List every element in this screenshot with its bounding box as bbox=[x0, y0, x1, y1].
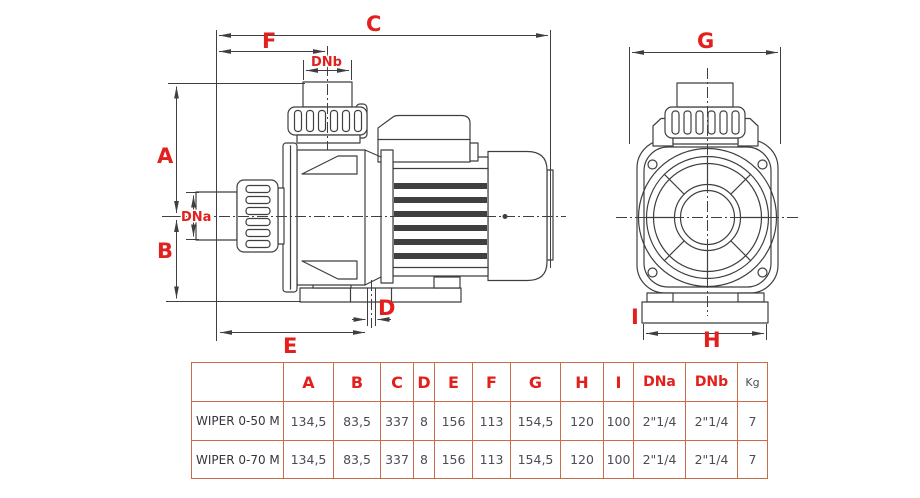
table-header-row: A B C D E F G H I DNa DNb Kg bbox=[191, 362, 768, 402]
dim-label-e: E bbox=[283, 334, 297, 358]
dim-label-dnb: DNb bbox=[311, 55, 342, 70]
value-cell: 8 bbox=[413, 440, 435, 479]
value-cell: 113 bbox=[472, 401, 511, 441]
dimension-labels: C F DNb A DNa B D E G I H bbox=[157, 12, 721, 358]
front-nut-flange bbox=[672, 137, 739, 145]
table-header-cell: E bbox=[434, 362, 473, 402]
table-header-cell: H bbox=[560, 362, 604, 402]
table-row: WIPER 0-50 M 134,5 83,5 337 8 156 113 15… bbox=[191, 401, 768, 441]
table-header-cell: A bbox=[283, 362, 334, 402]
dim-label-g: G bbox=[697, 29, 714, 53]
discharge-nut-ribs bbox=[293, 109, 363, 133]
pump-side-view-drawing bbox=[195, 81, 554, 303]
front-bolt-holes bbox=[647, 159, 768, 278]
table-header-cell: D bbox=[413, 362, 435, 402]
dim-label-i: I bbox=[631, 305, 639, 329]
value-cell: 154,5 bbox=[510, 440, 561, 479]
value-cell: 2"1/4 bbox=[685, 440, 738, 479]
value-cell: 2"1/4 bbox=[633, 401, 686, 441]
suction-nut-ribs bbox=[245, 184, 271, 249]
value-cell: 113 bbox=[472, 440, 511, 479]
motor-cooling-fins bbox=[392, 167, 489, 269]
value-cell: 100 bbox=[603, 401, 634, 441]
dim-label-f: F bbox=[262, 29, 276, 53]
value-cell: 100 bbox=[603, 440, 634, 479]
table-header-empty-cell bbox=[191, 362, 284, 402]
value-cell: 337 bbox=[380, 440, 414, 479]
discharge-nut-flange bbox=[296, 134, 361, 144]
value-cell: 134,5 bbox=[283, 401, 334, 441]
table-row: WIPER 0-70 M 134,5 83,5 337 8 156 113 15… bbox=[191, 440, 768, 479]
dim-label-h: H bbox=[703, 328, 721, 352]
motor-end-cap bbox=[487, 150, 548, 282]
value-cell: 2"1/4 bbox=[685, 401, 738, 441]
table-header-cell: F bbox=[472, 362, 511, 402]
front-foot-left bbox=[646, 292, 674, 303]
dim-label-d: D bbox=[378, 296, 395, 320]
value-cell: 337 bbox=[380, 401, 414, 441]
value-cell: 156 bbox=[434, 440, 473, 479]
value-cell: 7 bbox=[737, 440, 768, 479]
base-plate bbox=[299, 287, 462, 303]
terminal-box-connector bbox=[469, 142, 479, 162]
front-foot-right bbox=[737, 292, 765, 303]
dimension-lines bbox=[162, 30, 798, 341]
value-cell: 83,5 bbox=[333, 401, 381, 441]
dim-label-a: A bbox=[157, 144, 174, 168]
table-header-cell: C bbox=[380, 362, 414, 402]
table-header-cell: G bbox=[510, 362, 561, 402]
value-cell: 156 bbox=[434, 401, 473, 441]
value-cell: 154,5 bbox=[510, 401, 561, 441]
table-header-cell: B bbox=[333, 362, 381, 402]
value-cell: 120 bbox=[560, 440, 604, 479]
table-header-cell: Kg bbox=[737, 362, 768, 402]
motor-foot bbox=[433, 276, 461, 289]
value-cell: 8 bbox=[413, 401, 435, 441]
front-base bbox=[641, 301, 769, 324]
dim-label-b: B bbox=[157, 239, 173, 263]
value-cell: 7 bbox=[737, 401, 768, 441]
front-spokes bbox=[645, 155, 770, 280]
terminal-box bbox=[377, 114, 471, 163]
table-header-cell: I bbox=[603, 362, 634, 402]
dim-label-c: C bbox=[366, 12, 381, 36]
front-nut-ribs bbox=[671, 110, 740, 135]
value-cell: 134,5 bbox=[283, 440, 334, 479]
table-header-cell: DNb bbox=[685, 362, 738, 402]
dimensions-table: A B C D E F G H I DNa DNb Kg WIPER 0-50 … bbox=[191, 362, 768, 479]
value-cell: 83,5 bbox=[333, 440, 381, 479]
value-cell: 120 bbox=[560, 401, 604, 441]
front-pipe-stub bbox=[676, 82, 734, 108]
dim-label-dna: DNa bbox=[181, 210, 211, 225]
value-cell: 2"1/4 bbox=[633, 440, 686, 479]
clamp-lever-bottom bbox=[301, 260, 358, 280]
table-header-cell: DNa bbox=[633, 362, 686, 402]
row-name-cell: WIPER 0-50 M bbox=[191, 401, 284, 441]
row-name-cell: WIPER 0-70 M bbox=[191, 440, 284, 479]
clamp-lever-top bbox=[301, 155, 358, 175]
